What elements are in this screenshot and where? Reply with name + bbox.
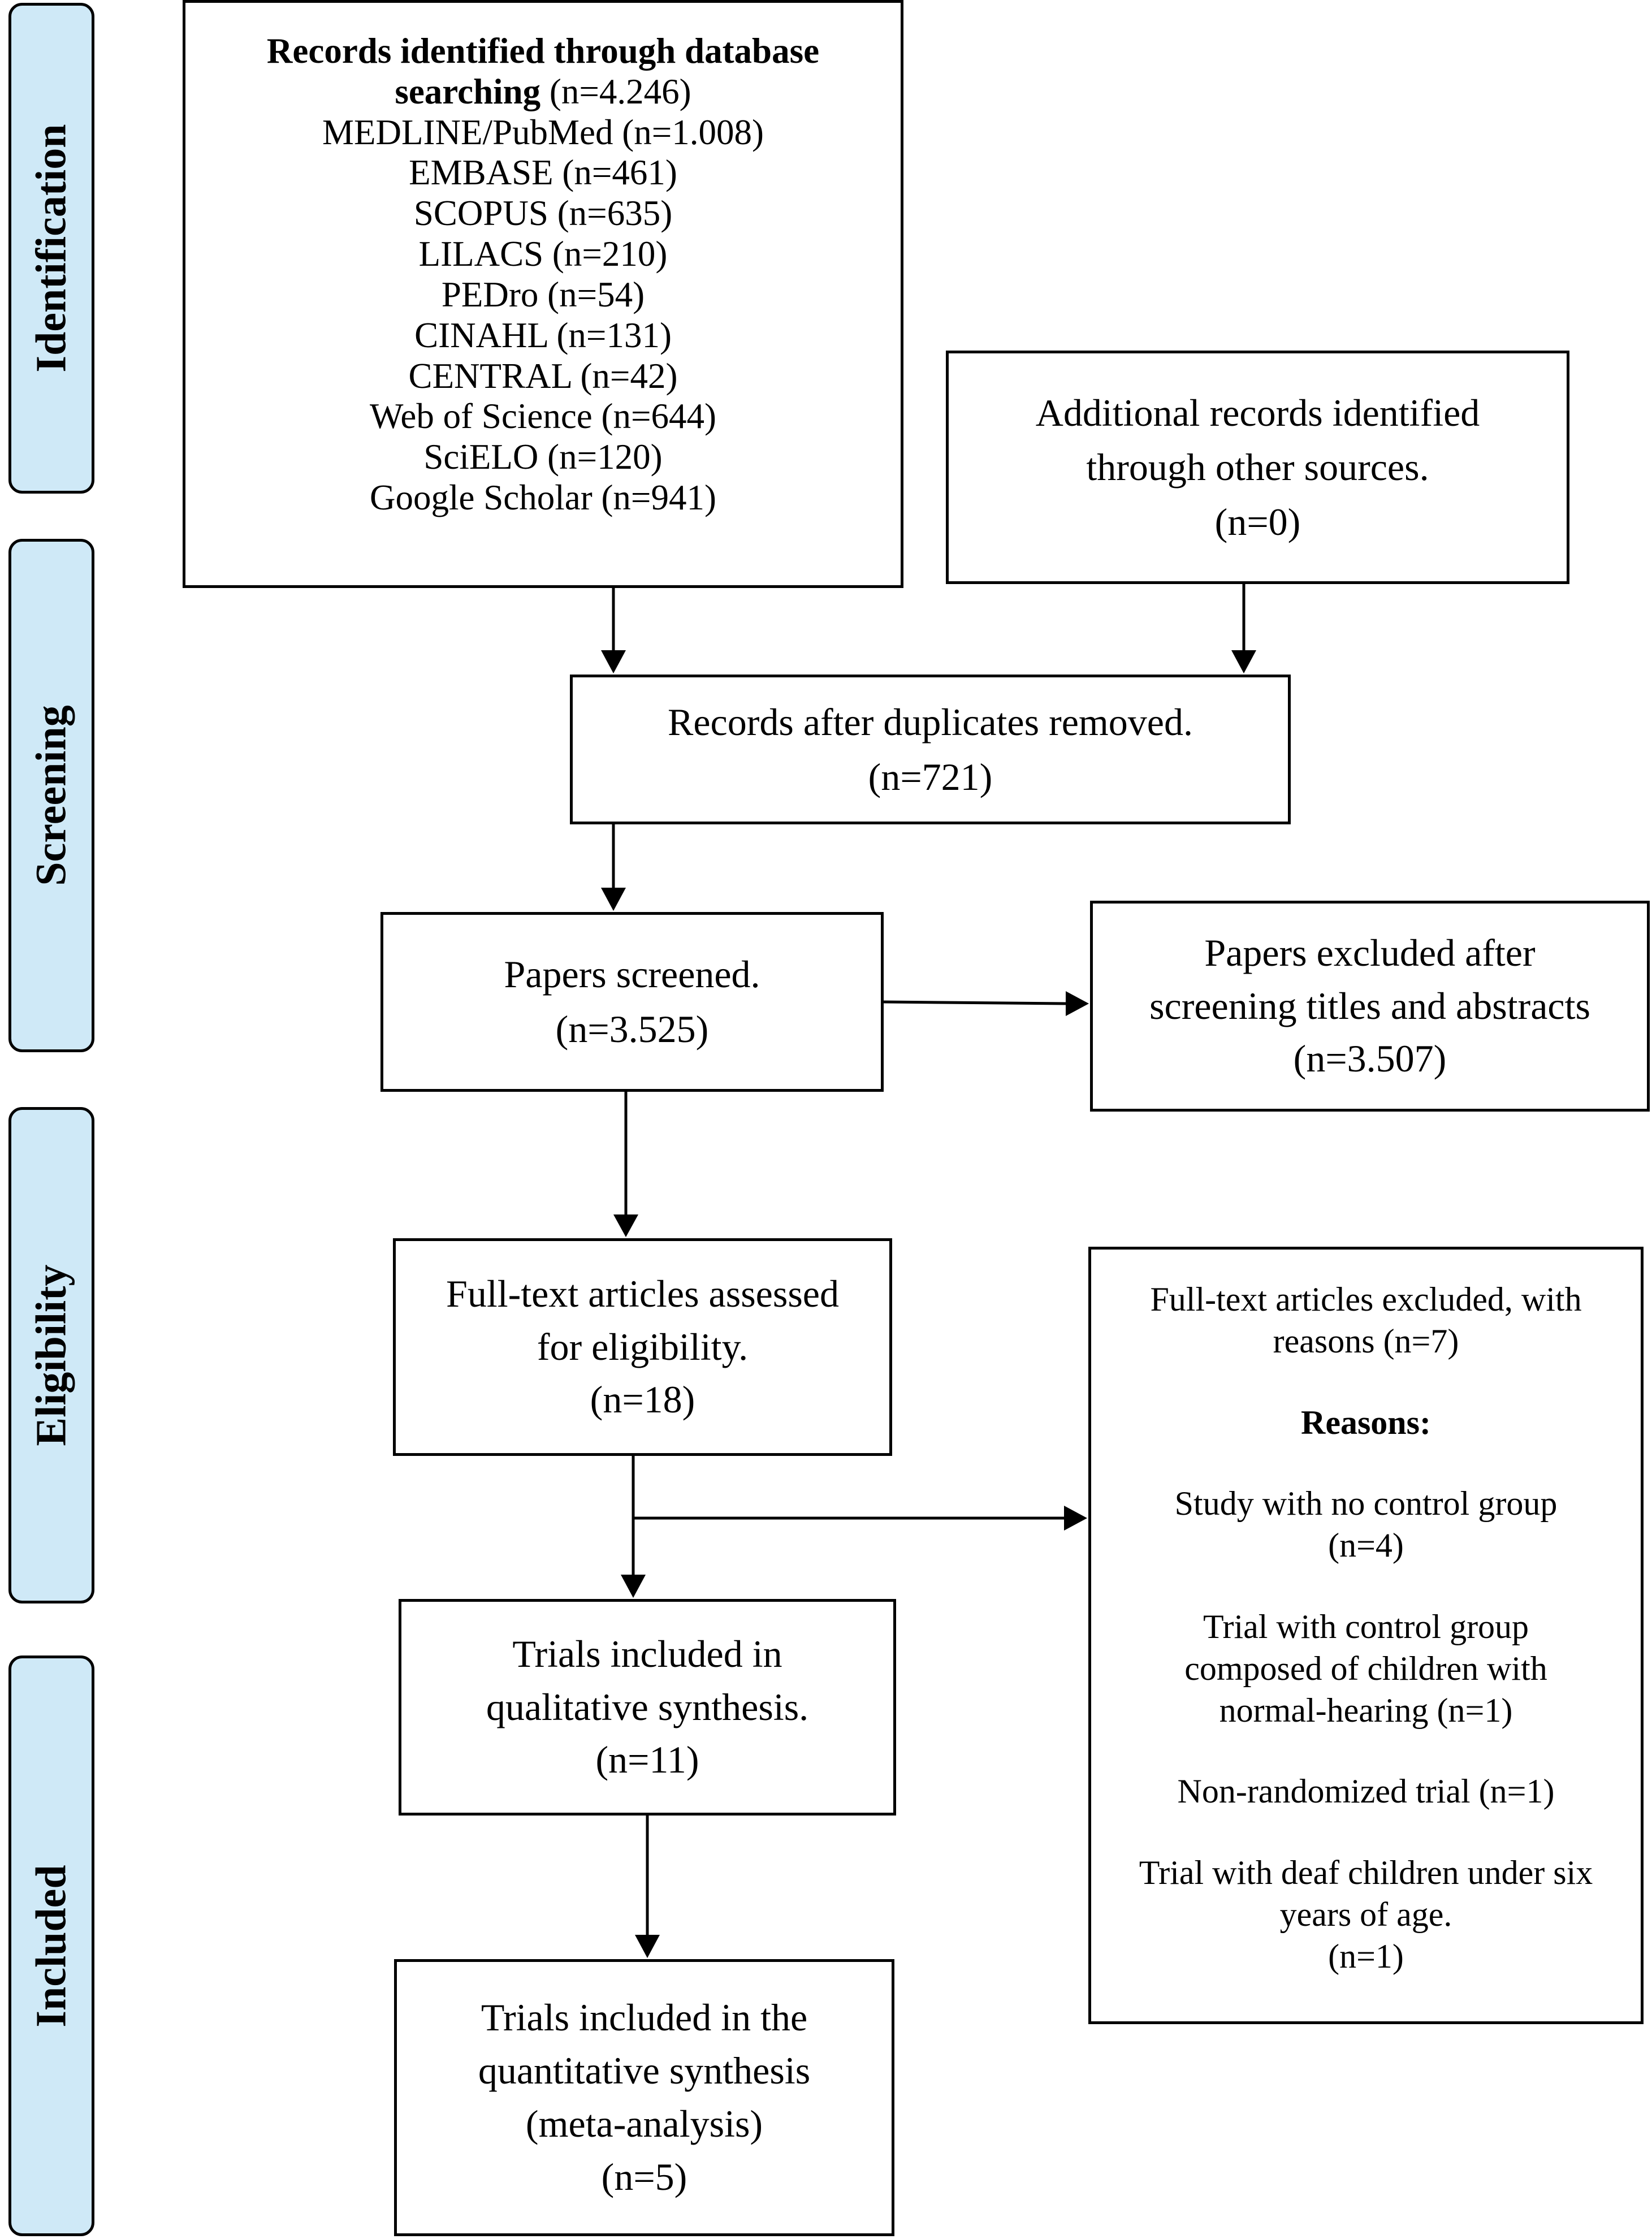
phase-identification: Identification — [8, 3, 94, 494]
identification-title-bold-1: Records identified through database — [266, 31, 820, 71]
phase-screening: Screening — [8, 539, 94, 1052]
reason-2-line3: normal-hearing (n=1) — [1219, 1691, 1513, 1729]
arrowhead-screened-right — [1066, 991, 1089, 1016]
arrowhead-qualitative-down — [635, 1935, 660, 1958]
phase-included: Included — [8, 1656, 94, 2236]
arrowhead-screened-down — [613, 1214, 638, 1237]
arrowhead-fulltext-down — [621, 1575, 646, 1598]
arrowhead-additional — [1231, 650, 1256, 673]
phase-eligibility: Eligibility — [8, 1107, 94, 1603]
reason-1-line1: Study with no control group — [1174, 1485, 1558, 1523]
arrowhead-identification — [601, 650, 626, 673]
identification-box: Records identified through database sear… — [183, 0, 903, 588]
reason-2-line2: composed of children with — [1184, 1649, 1547, 1687]
database-item-pedro: PEDro (n=54) — [441, 274, 645, 314]
reason-2-line1: Trial with control group — [1203, 1607, 1529, 1645]
duplicates-removed-count: (n=721) — [868, 755, 993, 798]
quantitative-synthesis-line3: (meta-analysis) — [525, 2102, 763, 2145]
database-item-cinahl: CINAHL (n=131) — [414, 315, 672, 355]
additional-records-box: Additional records identified through ot… — [946, 351, 1569, 584]
database-item-web-of-science: Web of Science (n=644) — [370, 396, 716, 436]
qualitative-synthesis-box: Trials included in qualitative synthesis… — [399, 1599, 896, 1816]
quantitative-synthesis-line2: quantitative synthesis — [478, 2049, 811, 2093]
papers-excluded-line1: Papers excluded after — [1204, 931, 1536, 974]
fulltext-assessed-line2: for eligibility. — [537, 1325, 749, 1368]
identification-total-count: (n=4.246) — [540, 71, 691, 111]
quantitative-synthesis-count: (n=5) — [601, 2155, 687, 2198]
fulltext-assessed-box: Full-text articles assessed for eligibil… — [393, 1238, 892, 1456]
additional-records-line2: through other sources. — [1086, 446, 1429, 489]
papers-excluded-count: (n=3.507) — [1293, 1037, 1447, 1080]
qualitative-synthesis-line1: Trials included in — [512, 1632, 782, 1675]
duplicates-removed-line1: Records after duplicates removed. — [668, 700, 1193, 744]
papers-excluded-line2: screening titles and abstracts — [1149, 984, 1590, 1027]
reasons-title-text: Reasons: — [1300, 1403, 1431, 1441]
fulltext-assessed-line1: Full-text articles assessed — [446, 1272, 839, 1315]
fulltext-excluded-line1: Full-text articles excluded, with — [1150, 1281, 1582, 1318]
reason-4-line2: years of age. — [1279, 1895, 1452, 1933]
database-item-embase: EMBASE (n=461) — [409, 153, 677, 193]
papers-excluded-box: Papers excluded after screening titles a… — [1090, 901, 1650, 1112]
reasons-title: Reasons: — [1301, 1402, 1431, 1444]
papers-screened-box: Papers screened. (n=3.525) — [380, 912, 884, 1092]
database-item-scielo: SciELO (n=120) — [423, 437, 663, 477]
qualitative-synthesis-count: (n=11) — [595, 1738, 699, 1782]
arrowhead-fulltext-right — [1064, 1506, 1087, 1531]
identification-title: Records identified through database — [267, 31, 819, 72]
fulltext-excluded-box: Full-text articles excluded, with reason… — [1088, 1247, 1644, 2024]
database-item-google-scholar: Google Scholar (n=941) — [370, 477, 716, 517]
reason-1-line2: (n=4) — [1328, 1527, 1404, 1564]
quantitative-synthesis-box: Trials included in the quantitative synt… — [394, 1959, 894, 2236]
identification-title-bold-2: searching — [395, 71, 541, 111]
reason-3-line1: Non-randomized trial (n=1) — [1177, 1773, 1555, 1810]
additional-records-count: (n=0) — [1214, 500, 1301, 543]
qualitative-synthesis-line2: qualitative synthesis. — [486, 1685, 809, 1728]
quantitative-synthesis-line1: Trials included in the — [481, 1996, 808, 2039]
database-item-lilacs: LILACS (n=210) — [418, 234, 668, 274]
arrow-screened-to-excluded — [883, 1000, 1066, 1005]
database-item-scopus: SCOPUS (n=635) — [413, 193, 673, 234]
database-item-medline: MEDLINE/PubMed (n=1.008) — [322, 112, 764, 152]
fulltext-excluded-line2: reasons (n=7) — [1273, 1322, 1459, 1360]
fulltext-assessed-count: (n=18) — [590, 1378, 695, 1421]
database-item-central: CENTRAL (n=42) — [408, 356, 678, 396]
reason-4-line3: (n=1) — [1328, 1937, 1404, 1975]
papers-screened-count: (n=3.525) — [555, 1008, 709, 1051]
arrowhead-duplicates — [601, 888, 626, 911]
papers-screened-line1: Papers screened. — [504, 953, 760, 996]
additional-records-line1: Additional records identified — [1035, 391, 1480, 434]
duplicates-removed-box: Records after duplicates removed. (n=721… — [570, 675, 1291, 824]
identification-title-2: searching (n=4.246) — [395, 72, 691, 113]
reason-4-line1: Trial with deaf children under six — [1139, 1854, 1593, 1892]
